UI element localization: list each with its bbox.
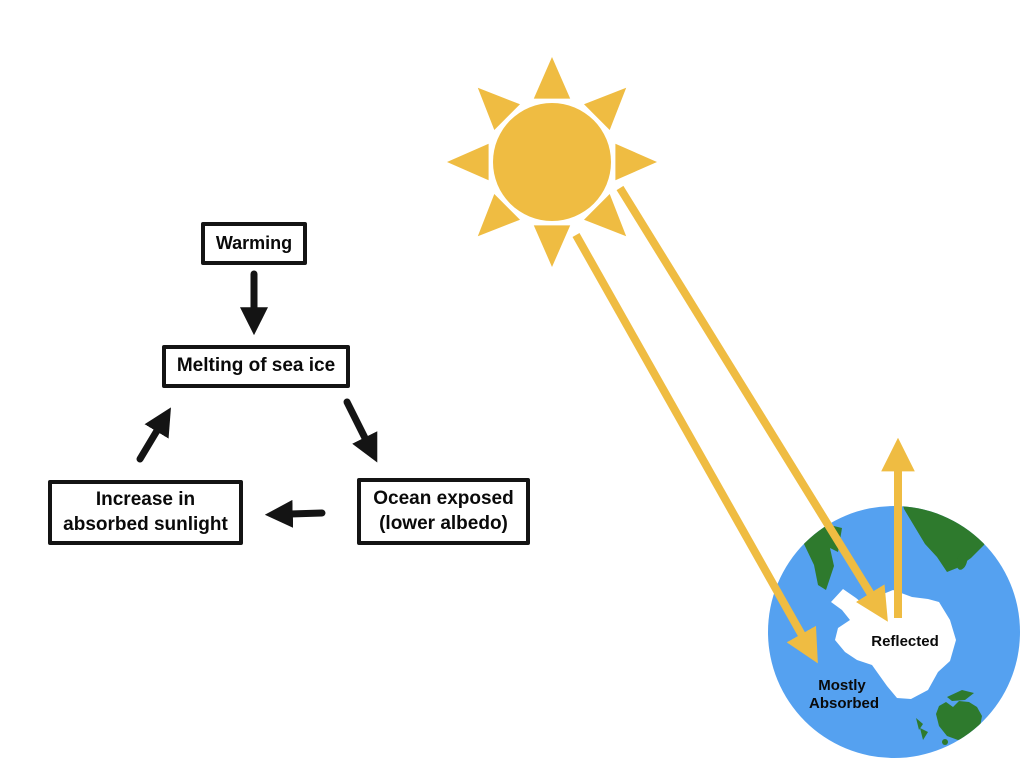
sun-ray-nw: [477, 87, 520, 130]
land-madagascar: [956, 552, 968, 570]
label-mostly: Mostly: [818, 677, 866, 694]
flow-box-ocean-text-line1: Ocean exposed: [373, 487, 514, 509]
flow-box-melting-of-sea-ice: Melting of sea ice: [162, 345, 350, 388]
sunbeam-to-reflected: [616, 185, 888, 622]
land-new-zealand-north: [916, 718, 923, 730]
land-new-guinea: [947, 690, 974, 701]
flow-box-increase-text-line1: Increase in: [95, 488, 196, 510]
arrow-ocean-to-increase: [264, 499, 326, 528]
sun-beams: [572, 185, 915, 664]
sun-ray-n: [533, 57, 571, 99]
sun-ray-s: [533, 225, 571, 267]
flowchart-arrows: [136, 270, 378, 528]
arrow-increase-to-melting: [136, 407, 171, 463]
sun-disc: [493, 103, 611, 221]
label-absorbed: Absorbed: [809, 695, 879, 712]
sun-ray-se: [584, 194, 627, 237]
flow-box-warming: Warming: [201, 222, 307, 265]
label-reflected: Reflected: [871, 633, 939, 650]
flow-box-increase-text-line2: absorbed sunlight: [63, 513, 228, 535]
sun-ray-ne: [584, 87, 627, 130]
sun-ray-e: [615, 143, 657, 181]
land-tasmania: [942, 739, 948, 745]
land-australia: [936, 701, 982, 740]
flow-box-ocean-exposed: Ocean exposed (lower albedo): [357, 478, 530, 545]
flow-box-melting-text: Melting of sea ice: [176, 355, 336, 377]
land-new-zealand-south: [920, 728, 928, 740]
arrow-melting-to-ocean: [343, 398, 378, 463]
sunbeam-to-absorbed: [572, 233, 818, 664]
flow-box-warming-text: Warming: [215, 232, 293, 253]
sun-rays: [447, 57, 657, 267]
sun-icon: [447, 57, 657, 267]
flow-box-ocean-text-line2: (lower albedo): [379, 512, 508, 534]
sun-ray-sw: [477, 194, 520, 237]
sun-ray-w: [447, 143, 489, 181]
flow-box-increase-absorbed-sunlight: Increase in absorbed sunlight: [48, 480, 243, 545]
